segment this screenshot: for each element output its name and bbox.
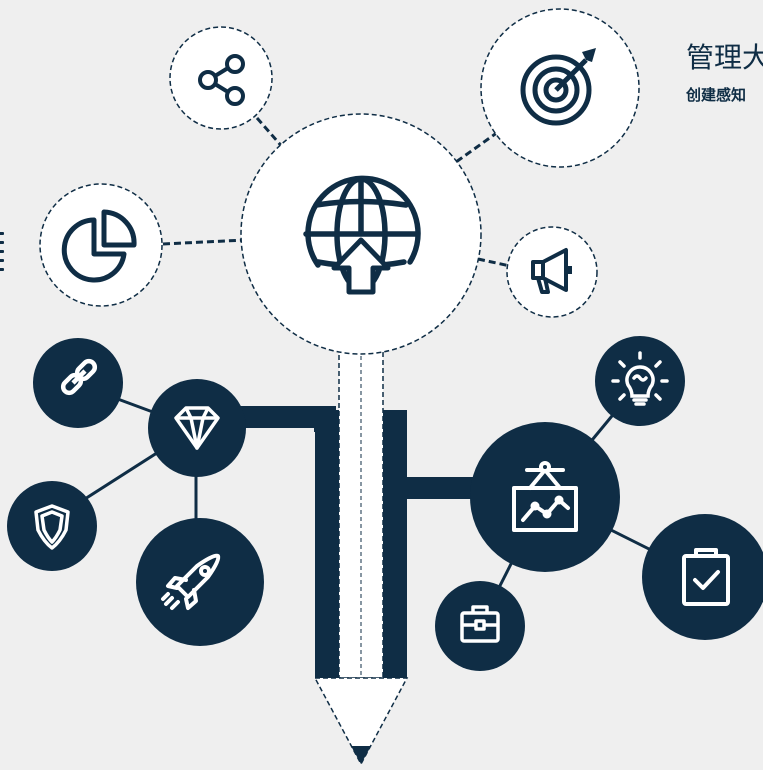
rocket-icon [161, 553, 221, 610]
globe-upload-icon [303, 175, 421, 295]
lightbulb-circle [595, 336, 685, 426]
pencil [313, 339, 409, 766]
shield-circle [7, 481, 97, 571]
megaphone-icon [531, 248, 572, 294]
left-edge-text-fragment [0, 226, 6, 272]
target-icon [520, 48, 596, 126]
title-block: 管理大 创建感知 [686, 40, 763, 105]
presentation-circle [470, 422, 620, 572]
dashed-connectors [162, 117, 511, 268]
link-circle [33, 338, 123, 428]
shield-icon [34, 504, 70, 550]
share-icon [198, 54, 245, 106]
rocket-circle [136, 518, 264, 646]
diamond-circle [148, 379, 246, 477]
page-title: 管理大 [686, 41, 763, 74]
share-circle [169, 26, 273, 130]
pencil-tip [313, 677, 409, 766]
pie-chart-circle [39, 183, 163, 307]
pencil-lead [351, 746, 371, 764]
lightbulb-icon [611, 351, 669, 406]
link-icon [60, 358, 98, 396]
page-subtitle: 创建感知 [686, 86, 747, 104]
pie-chart-icon [61, 209, 137, 283]
clipboard-circle [642, 514, 763, 640]
diamond-icon [174, 406, 220, 450]
briefcase-icon [460, 605, 500, 643]
megaphone-circle [506, 226, 598, 318]
pencil-body-core [338, 339, 384, 679]
clipboard-check-icon [682, 548, 730, 606]
presentation-chart-icon [512, 461, 578, 532]
